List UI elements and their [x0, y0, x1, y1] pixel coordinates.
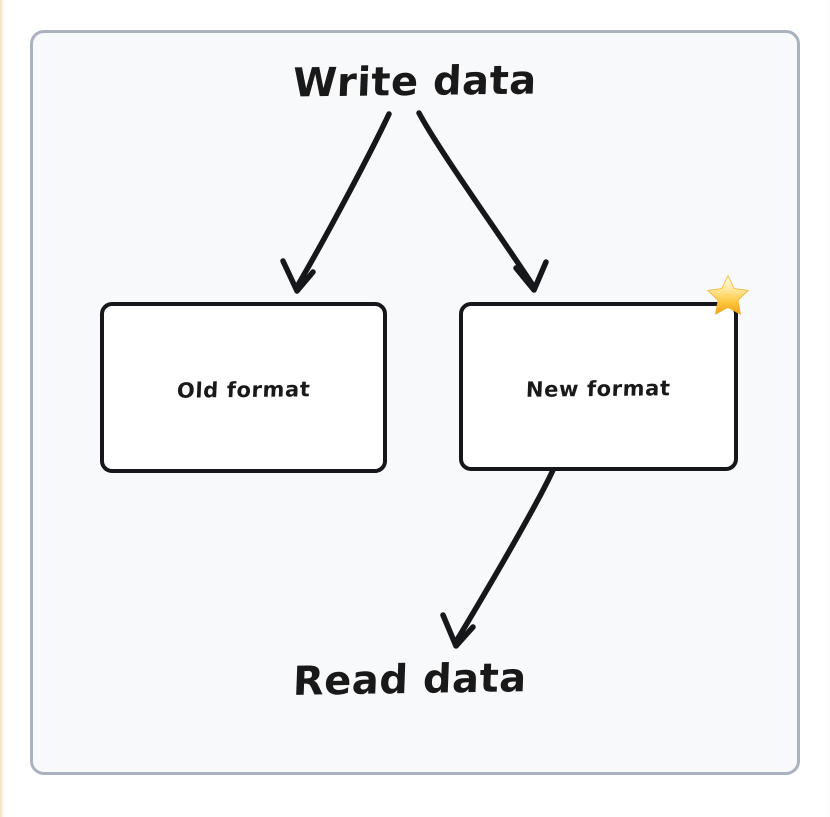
node-old-format[interactable]: Old format [100, 302, 387, 473]
write-data-label: Write data [0, 57, 830, 107]
node-new-format-label: New format [525, 375, 672, 402]
write-data-text: Write data [292, 57, 538, 107]
read-data-label: Read data [0, 655, 830, 705]
right-edge-strip [827, 0, 830, 817]
read-data-text: Read data [292, 655, 528, 705]
node-new-format[interactable]: New format [459, 302, 738, 471]
node-old-format-label: Old format [176, 376, 311, 403]
left-edge-strip [0, 0, 4, 817]
star-icon [707, 274, 749, 315]
